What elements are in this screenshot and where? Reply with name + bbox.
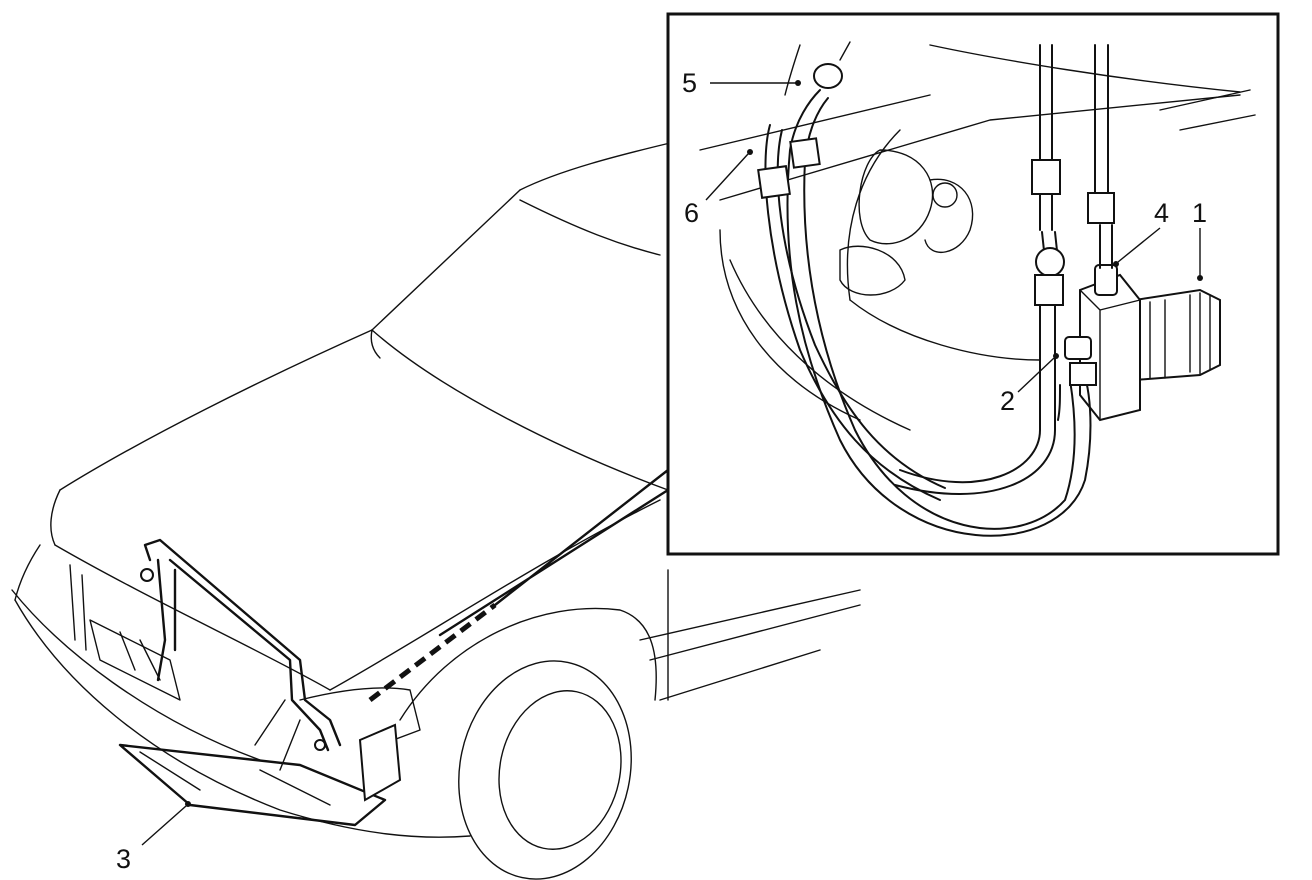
inset-panel-lines	[699, 94, 1241, 201]
hose-left-upper	[1039, 44, 1053, 231]
callout-5: 5	[682, 68, 697, 98]
hose-long-outer	[786, 89, 1092, 537]
fascia-corner	[14, 544, 41, 601]
detail-pointer-dashed	[368, 603, 497, 702]
hose-short-stub	[1057, 384, 1061, 421]
pipe-inner	[168, 558, 330, 752]
pipe-bend-fitting	[140, 568, 154, 582]
wheelwell-arc-4	[849, 299, 1041, 361]
callout-3: 3	[116, 844, 131, 874]
detail-inset-content	[699, 41, 1256, 537]
inset-right-panel	[1159, 89, 1256, 131]
cooler-pipes-on-car	[140, 538, 342, 752]
shield-ribs	[139, 751, 331, 806]
hose-right-to-adapter	[1099, 224, 1113, 269]
oil-filter	[1134, 288, 1221, 382]
suspension-knuckle	[858, 149, 934, 245]
pipe-end-fitting	[314, 739, 326, 751]
oil-filter-grip	[1189, 292, 1211, 375]
fitting-5-nut	[813, 63, 843, 89]
leader-1-dot	[1197, 275, 1203, 281]
bumper-upper	[11, 589, 261, 761]
hood-front-corner	[50, 489, 61, 546]
callouts: 5 6 4 1 2 3	[116, 68, 1207, 874]
leader-4	[1117, 227, 1161, 263]
hose-clamp-left	[1031, 159, 1061, 195]
a-pillar	[371, 189, 521, 331]
adapter-edges	[1079, 289, 1141, 421]
callout-6: 6	[684, 198, 699, 228]
adapter-fitting-top	[1094, 264, 1118, 296]
grille-bars	[119, 631, 161, 681]
lower-splash-shield	[118, 743, 387, 827]
hood-left-edge	[59, 329, 373, 491]
hood-right-edge	[329, 499, 661, 691]
fitting-5-lines	[784, 41, 851, 96]
leader-2-dot	[1053, 353, 1059, 359]
roof-line	[519, 142, 671, 191]
front-tire-outer	[458, 660, 632, 880]
callout-4: 4	[1154, 198, 1169, 228]
car-body	[11, 142, 861, 880]
leader-4-dot	[1113, 261, 1119, 267]
leader-3-dot	[185, 801, 191, 807]
leader-3	[141, 805, 187, 846]
windshield-bottom	[371, 329, 669, 491]
suspension-bolt	[932, 182, 958, 208]
leader-2	[1017, 357, 1055, 393]
hose-left-lower-loop	[894, 304, 1056, 495]
hose-left-clamp-lower	[1034, 274, 1064, 306]
cooler-bracket	[358, 723, 402, 802]
cowl-corner	[370, 329, 381, 359]
leader-5-dot	[795, 80, 801, 86]
leader-6	[705, 153, 749, 201]
hose-right-upper	[1094, 44, 1109, 201]
wheelwell-arc-3	[846, 129, 901, 301]
grille	[89, 619, 181, 701]
engine-bay-edge	[299, 687, 421, 746]
pipe-outer	[143, 538, 342, 747]
suspension-arm	[924, 178, 974, 253]
pipe-left-drop	[156, 558, 167, 682]
detail-inset-frame	[666, 12, 1280, 556]
adapter-fitting-side	[1064, 336, 1092, 360]
hose-clamp-2	[1069, 362, 1097, 386]
detail-pointer-lines	[438, 468, 670, 637]
callout-1: 1	[1192, 198, 1207, 228]
oil-filter-body-lines	[1149, 299, 1166, 379]
side-body-lines	[639, 589, 861, 701]
callout-2: 2	[1000, 386, 1015, 416]
hose-clamp-5	[789, 137, 821, 169]
wheel-arch	[399, 607, 657, 721]
windshield-top	[519, 199, 661, 256]
headlight-lines	[69, 564, 87, 651]
wheelwell-arc-2	[729, 259, 911, 431]
hose-left-banjo	[1035, 247, 1065, 277]
hose-clamp-6	[757, 165, 791, 199]
inset-upper-panel	[929, 44, 1241, 93]
leader-6-dot	[747, 149, 753, 155]
bumper-lower	[14, 599, 471, 838]
hose-clamp-right	[1087, 192, 1115, 224]
suspension-lower	[839, 245, 906, 296]
support-struts	[254, 699, 301, 771]
front-tire-inner	[498, 690, 622, 850]
